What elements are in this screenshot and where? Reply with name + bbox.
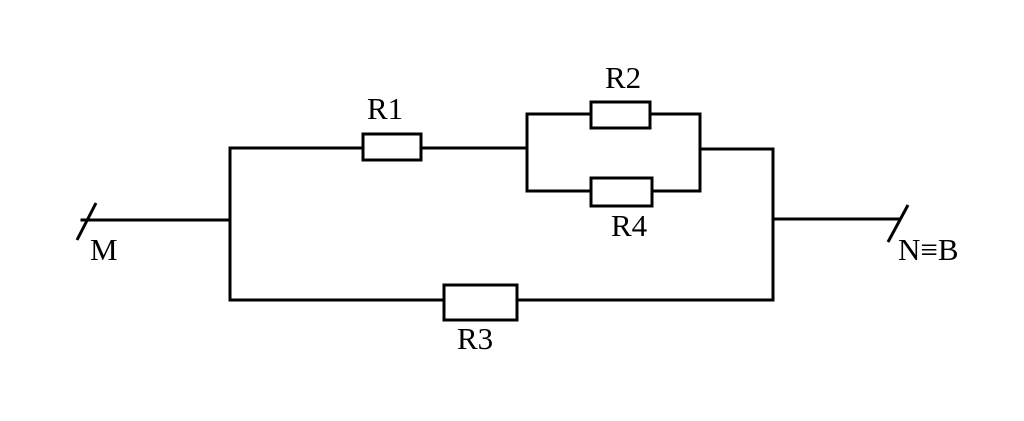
- label-terminal-n: N≡B: [898, 232, 959, 267]
- label-terminal-m: M: [90, 232, 118, 267]
- label-r2: R2: [605, 60, 641, 95]
- label-r1: R1: [367, 91, 403, 126]
- label-r3: R3: [457, 321, 493, 356]
- terminal-m-mark: [75, 202, 98, 241]
- resistor-r2: [589, 100, 652, 130]
- resistor-r3: [442, 283, 519, 322]
- resistor-r1: [361, 132, 423, 162]
- resistor-r4: [589, 176, 654, 208]
- terminal-n-mark: [886, 204, 910, 243]
- wires: [80, 112, 900, 302]
- label-r4: R4: [611, 208, 648, 243]
